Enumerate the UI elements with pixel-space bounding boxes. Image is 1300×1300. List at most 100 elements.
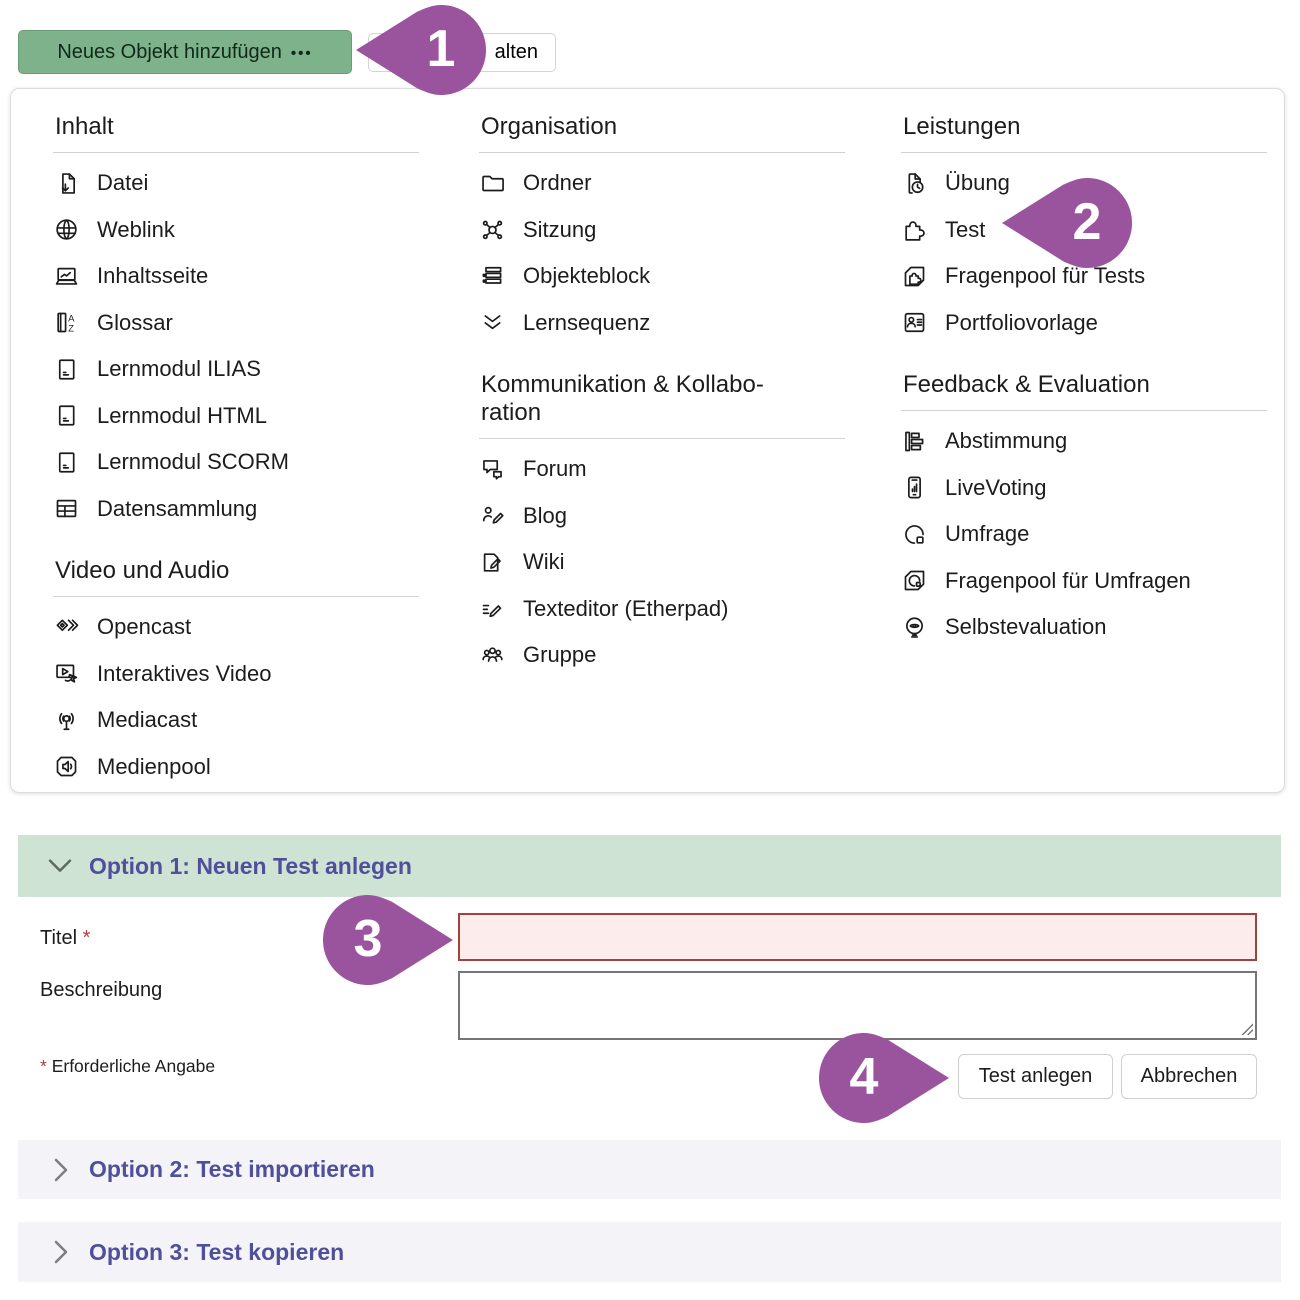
menu-item-datensammlung[interactable]: Datensammlung (53, 486, 419, 533)
menu-item-interaktives-video[interactable]: Interaktives Video (53, 651, 419, 698)
svg-text:A: A (68, 314, 75, 325)
menu-item-abstimmung[interactable]: Abstimmung (901, 418, 1267, 465)
menu-item-label: Umfrage (945, 521, 1030, 547)
option1-section-header[interactable]: Option 1: Neuen Test anlegen (18, 835, 1281, 897)
menu-item-lernsequenz[interactable]: Lernsequenz (479, 300, 845, 347)
chevron-down-icon (44, 850, 76, 882)
globe-icon (53, 216, 80, 243)
menu-item-umfrage[interactable]: Umfrage (901, 511, 1267, 558)
title-field-label: Titel * (40, 927, 91, 949)
menu-item-label: Medienpool (97, 753, 211, 779)
section-title: Organisation (479, 113, 845, 153)
menu-item-medienpool[interactable]: Medienpool (53, 744, 419, 791)
interactive-video-icon (53, 660, 80, 687)
title-input[interactable] (458, 913, 1257, 961)
section-title: Kommunikation & Kollabo-ration (479, 371, 845, 439)
menu-item-selbstevaluation[interactable]: Selbstevaluation (901, 604, 1267, 651)
menu-item-opencast[interactable]: Opencast (53, 604, 419, 651)
menu-item-label: Wiki (523, 549, 565, 575)
option3-section-header[interactable]: Option 3: Test kopieren (18, 1222, 1281, 1282)
portfolio-template-icon (901, 309, 928, 336)
menu-item-portfoliovorlage[interactable]: Portfoliovorlage (901, 300, 1267, 347)
session-icon (479, 216, 506, 243)
ellipsis-icon: ••• (290, 45, 313, 62)
required-asterisk: * (82, 927, 91, 949)
cancel-button-label: Abbrechen (1140, 1065, 1238, 1087)
add-new-object-label: Neues Objekt hinzufügen (57, 40, 282, 63)
menu-item-datei[interactable]: Datei (53, 160, 419, 207)
mediacast-icon (53, 707, 80, 734)
description-textarea[interactable] (458, 971, 1257, 1040)
section-title: Feedback & Evaluation (901, 371, 1267, 411)
wiki-icon (479, 549, 506, 576)
option2-title: Option 2: Test importieren (89, 1156, 375, 1182)
group-icon (479, 642, 506, 669)
forum-icon (479, 456, 506, 483)
menu-item-label: Abstimmung (945, 428, 1068, 454)
menu-item-objekteblock[interactable]: Objekteblock (479, 253, 845, 300)
textarea-resize-handle[interactable] (1241, 1023, 1253, 1035)
menu-item-blog[interactable]: Blog (479, 493, 845, 540)
test-icon (901, 216, 928, 243)
menu-item-ordner[interactable]: Ordner (479, 160, 845, 207)
media-pool-icon (53, 753, 80, 780)
menu-item-ubung[interactable]: Übung (901, 160, 1267, 207)
menu-item-label: Fragenpool für Umfragen (945, 567, 1191, 593)
menu-item-mediacast[interactable]: Mediacast (53, 697, 419, 744)
option2-section-header[interactable]: Option 2: Test importieren (18, 1140, 1281, 1199)
menu-item-label: Fragenpool für Tests (945, 263, 1146, 289)
data-collection-icon (53, 495, 80, 522)
menu-item-livevoting[interactable]: LiveVoting (901, 465, 1267, 512)
chevron-right-icon (44, 1154, 76, 1186)
object-block-icon (479, 263, 506, 290)
menu-item-lernmodul-scorm[interactable]: Lernmodul SCORM (53, 439, 419, 486)
menu-item-label: Texteditor (Etherpad) (523, 595, 729, 621)
menu-item-wiki[interactable]: Wiki (479, 539, 845, 586)
menu-item-test[interactable]: Test (901, 207, 1267, 254)
menu-item-forum[interactable]: Forum (479, 446, 845, 493)
file-download-icon (53, 170, 80, 197)
create-test-button-label: Test anlegen (978, 1065, 1093, 1087)
callout-marker-number: 4 (849, 1048, 879, 1106)
menu-item-inhaltsseite[interactable]: Inhaltsseite (53, 253, 419, 300)
menu-item-label: Gruppe (523, 642, 597, 668)
required-asterisk: * (40, 1056, 47, 1076)
blog-icon (479, 502, 506, 529)
svg-text:Z: Z (68, 324, 74, 335)
secondary-toolbar-button-label: alten (494, 41, 538, 63)
learning-module-icon (53, 449, 80, 476)
menu-item-label: LiveVoting (945, 474, 1047, 500)
menu-item-sitzung[interactable]: Sitzung (479, 207, 845, 254)
learning-module-icon (53, 356, 80, 383)
menu-item-label: Lernsequenz (523, 309, 651, 335)
menu-item-lernmodul-ilias[interactable]: Lernmodul ILIAS (53, 346, 419, 393)
menu-item-texteditor-etherpad[interactable]: Texteditor (Etherpad) (479, 586, 845, 633)
option1-title: Option 1: Neuen Test anlegen (89, 852, 412, 879)
cancel-button[interactable]: Abbrechen (1121, 1054, 1257, 1099)
menu-item-lernmodul-html[interactable]: Lernmodul HTML (53, 393, 419, 440)
secondary-toolbar-button[interactable]: alten (368, 33, 556, 72)
option3-title: Option 3: Test kopieren (89, 1238, 345, 1265)
add-new-object-button[interactable]: Neues Objekt hinzufügen ••• (18, 30, 352, 74)
live-voting-icon (901, 474, 928, 501)
etherpad-icon (479, 595, 506, 622)
menu-item-fragenpool-fur-tests[interactable]: Fragenpool für Tests (901, 253, 1267, 300)
callout-marker-4: 4 (818, 1032, 952, 1124)
menu-item-fragenpool-fur-umfragen[interactable]: Fragenpool für Umfragen (901, 558, 1267, 605)
create-test-button[interactable]: Test anlegen (958, 1054, 1113, 1099)
menu-item-weblink[interactable]: Weblink (53, 207, 419, 254)
menu-item-label: Mediacast (97, 707, 198, 733)
question-pool-surveys-icon (901, 567, 928, 594)
menu-item-label: Datensammlung (97, 495, 258, 521)
chevron-right-icon (44, 1236, 76, 1268)
menu-item-label: Ordner (523, 170, 592, 196)
menu-item-gruppe[interactable]: Gruppe (479, 632, 845, 679)
